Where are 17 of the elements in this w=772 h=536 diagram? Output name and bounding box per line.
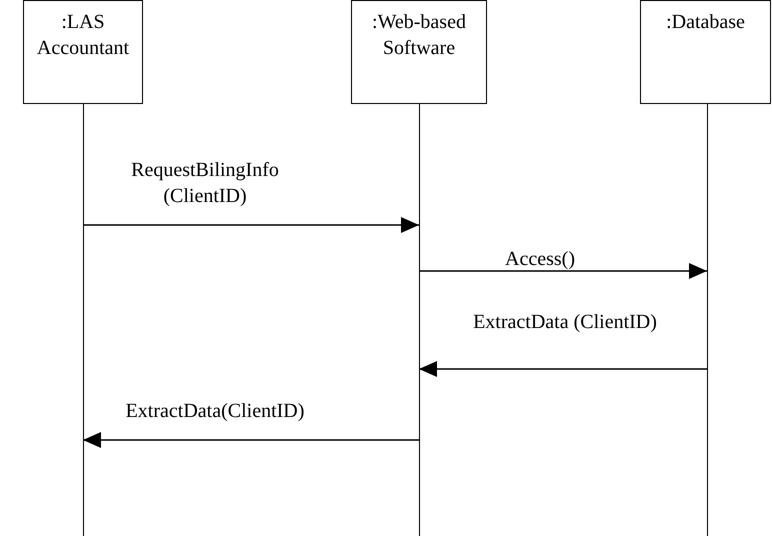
message-label: RequestBilingInfo (ClientID)	[130, 158, 280, 209]
message-label: ExtractData (ClientID)	[472, 310, 658, 335]
message-label: ExtractData(ClientID)	[124, 399, 306, 424]
lifeline-box	[351, 0, 487, 104]
message-arrow	[419, 361, 707, 377]
lifeline-box	[23, 0, 143, 104]
object-name: :Web-based Software	[371, 10, 467, 61]
object-name: :LAS Accountant	[36, 10, 130, 61]
message-arrow	[419, 263, 707, 279]
lifeline	[418, 104, 420, 536]
message-arrow	[83, 217, 419, 233]
lifeline-box	[640, 0, 771, 104]
object-name: :Database	[665, 10, 746, 35]
message-label: Access()	[504, 247, 576, 272]
lifeline	[82, 104, 84, 536]
message-arrow	[83, 432, 419, 448]
lifeline	[706, 104, 708, 536]
